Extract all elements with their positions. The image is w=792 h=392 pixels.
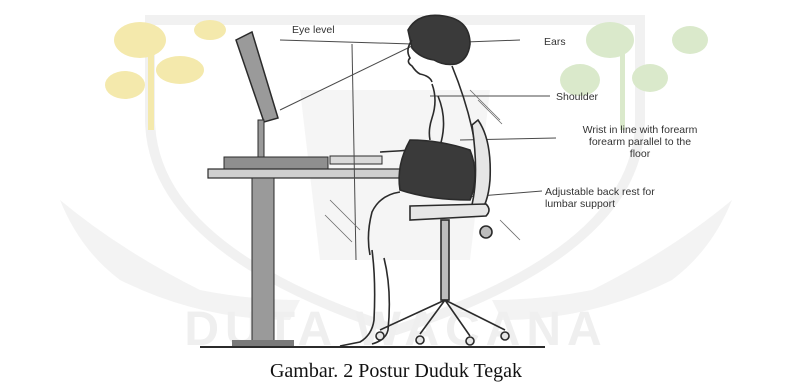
desk-box	[224, 157, 328, 169]
chair-wheel	[466, 337, 474, 345]
eye-level-label: Eye level	[292, 24, 335, 36]
figure-caption: Gambar. 2 Postur Duduk Tegak	[0, 360, 792, 383]
chair-wheel	[501, 332, 509, 340]
watermark-wing-right	[492, 200, 732, 320]
person-skirt	[399, 140, 475, 200]
watermark-yellow-plant	[105, 20, 226, 130]
backrest-label-line2: lumbar support	[545, 198, 715, 210]
chair-knob	[480, 226, 492, 238]
watermark-text: DUTA WACANA	[184, 303, 607, 356]
backrest-label-line1: Adjustable back rest for	[545, 186, 715, 198]
chair-wheel	[376, 332, 384, 340]
monitor	[236, 32, 278, 158]
desk-leg	[252, 178, 274, 342]
wrist-label-line2: forearm parallel to the	[560, 136, 720, 148]
wrist-label-line3: floor	[560, 148, 720, 160]
chair-column	[441, 220, 449, 300]
monitor-stand	[258, 120, 264, 158]
desk-foot	[232, 340, 294, 346]
person-hair	[408, 15, 470, 64]
monitor-screen	[236, 32, 278, 122]
watermark-green-plant	[560, 22, 708, 130]
chair-seat	[410, 204, 489, 220]
backrest-label: Adjustable back rest for lumbar support	[545, 186, 715, 210]
chair-wheel	[416, 336, 424, 344]
shoulder-label: Shoulder	[556, 91, 598, 103]
desk-top	[208, 169, 408, 178]
ears-label: Ears	[544, 36, 566, 48]
wrist-label: Wrist in line with forearm forearm paral…	[560, 124, 720, 160]
keyboard	[330, 156, 382, 164]
wrist-label-line1: Wrist in line with forearm	[560, 124, 720, 136]
